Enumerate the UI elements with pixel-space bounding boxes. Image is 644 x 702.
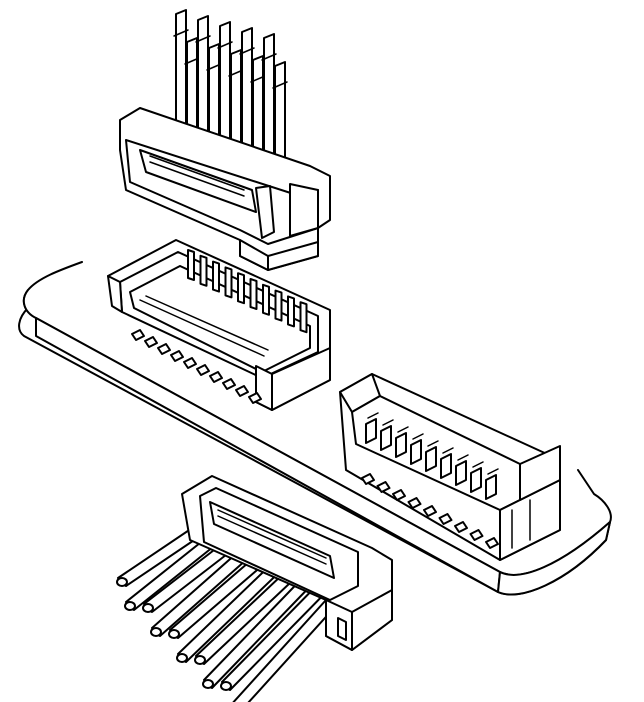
receptacle-smt-pins [131, 329, 262, 404]
wire-tip [194, 655, 206, 665]
slot-rib [397, 426, 409, 433]
wire-tip [150, 627, 162, 637]
wire-tip [142, 603, 154, 613]
wire-tip-ring [272, 81, 288, 89]
contact-slot [485, 474, 497, 500]
wire-tip [202, 679, 214, 689]
smt-pin [376, 481, 391, 493]
wire-tip-ring [173, 29, 189, 37]
wire-tip [124, 601, 136, 611]
wire-tip-ring [184, 57, 200, 65]
smt-pin [183, 357, 197, 369]
contact-slot [455, 460, 467, 486]
right-angle-board-receptacle [339, 373, 561, 561]
slot-rib [472, 461, 484, 468]
contact-slot [224, 266, 233, 299]
slot-rib [367, 412, 379, 419]
contact-slot [410, 439, 422, 465]
receptacle-contact-slots [187, 249, 308, 334]
bottom-plug-wires [116, 515, 354, 702]
smt-pin [144, 336, 158, 348]
right-angle-smt-pins [361, 473, 499, 549]
smt-pin [423, 505, 437, 517]
contact-slot [395, 432, 407, 458]
contact-slot [212, 260, 220, 293]
bottom-cable-plug [116, 475, 393, 702]
slot-rib [487, 468, 499, 475]
contact-slot [249, 278, 258, 310]
contact-slot [299, 301, 308, 334]
wire-tip-ring [261, 53, 277, 61]
wire-tip [168, 629, 180, 639]
smt-pin [392, 489, 406, 501]
contact-slot [237, 272, 245, 305]
wire-tip [176, 653, 188, 663]
contact-slot [274, 289, 283, 322]
smt-pin [438, 513, 453, 525]
top-cable-plug [119, 9, 331, 271]
slot-rib [457, 454, 469, 461]
slot-rib [442, 447, 454, 454]
smt-pin [485, 537, 499, 549]
vertical-board-receptacle [107, 239, 331, 411]
contact-slot [470, 467, 482, 493]
contact-slot [365, 418, 377, 444]
smt-pin [196, 364, 210, 376]
contact-slot [262, 283, 270, 316]
slot-rib [427, 440, 439, 447]
contact-slot [199, 254, 208, 287]
wire-tip-ring [206, 63, 222, 71]
smt-pin [248, 392, 262, 404]
wire-tip-ring [239, 47, 255, 55]
wire-tip [220, 681, 232, 691]
smt-pin [361, 473, 375, 485]
smt-pin [407, 497, 422, 509]
contact-slot [440, 453, 452, 479]
slot-rib [412, 433, 424, 440]
smt-pin [235, 385, 249, 397]
wire-tip-ring [228, 69, 244, 77]
smt-pin [469, 529, 484, 541]
smt-pin [170, 350, 184, 362]
contact-slot [425, 446, 437, 472]
smt-pin [454, 521, 468, 533]
contact-slot [187, 249, 195, 281]
right-angle-contact-slots [365, 412, 499, 500]
wire-tip [116, 577, 128, 587]
contact-slot [287, 295, 295, 328]
wire-tip-ring [217, 41, 233, 49]
smt-pin [157, 343, 171, 355]
slot-rib [382, 419, 394, 426]
smt-pin [131, 329, 145, 341]
wire-tip-ring [195, 35, 211, 43]
wire-tip-ring [250, 75, 266, 83]
smt-pin [209, 371, 223, 383]
contact-slot [380, 425, 392, 451]
smt-pin [222, 378, 236, 390]
